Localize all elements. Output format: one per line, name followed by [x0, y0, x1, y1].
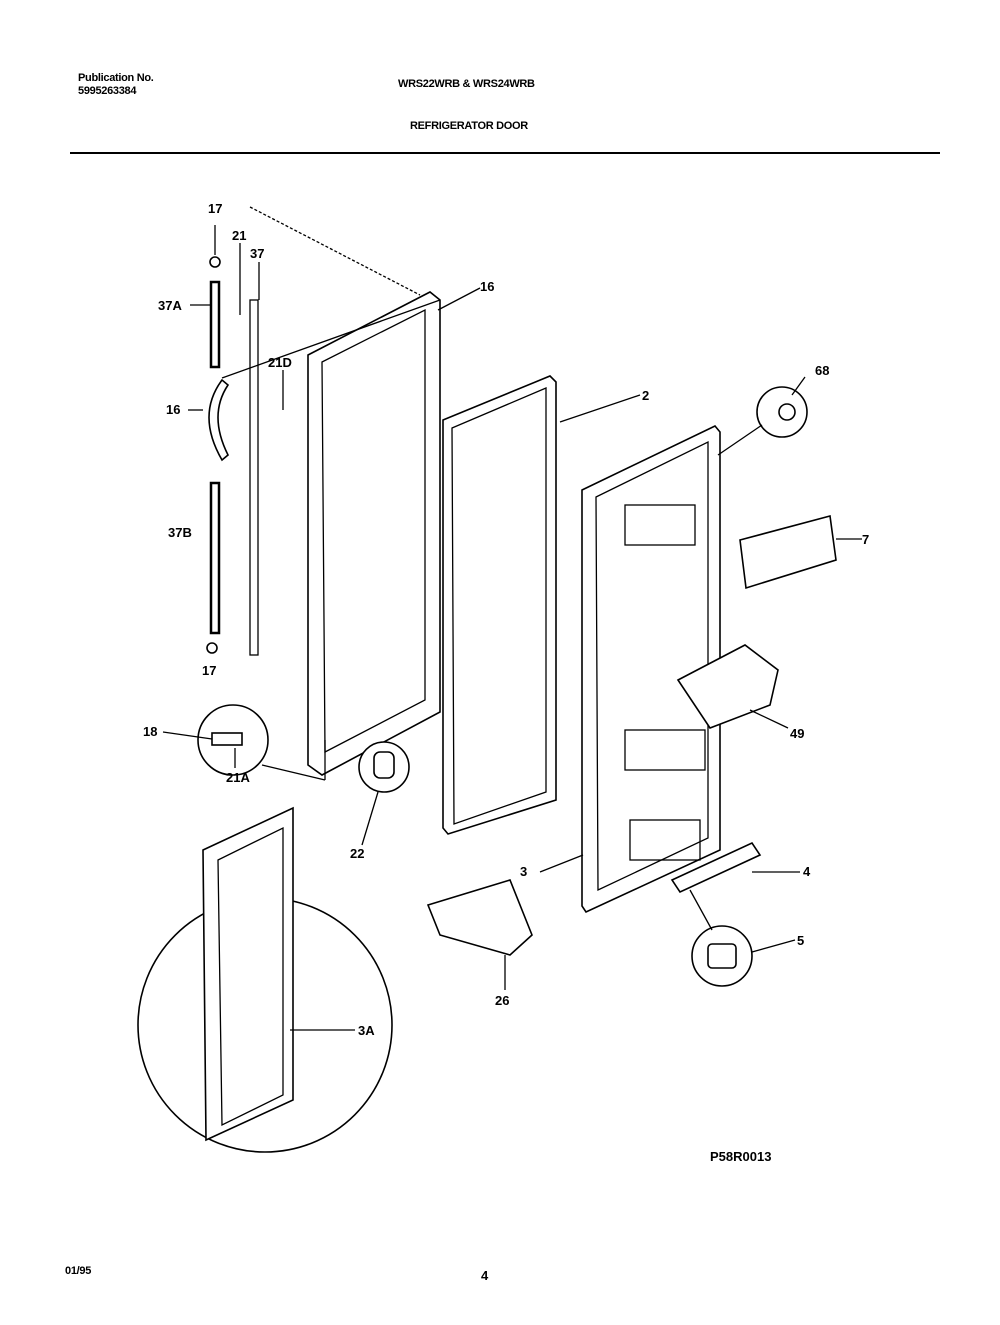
- callout-5: 5: [797, 933, 804, 948]
- callout-17: 17: [208, 201, 222, 216]
- callout-68: 68: [815, 363, 829, 378]
- callout-17-lower: 17: [202, 663, 216, 678]
- callout-49: 49: [790, 726, 804, 741]
- door-rack-4: [670, 841, 762, 894]
- small-bin-7: [739, 514, 837, 590]
- dairy-bin-26: [426, 879, 533, 956]
- model-numbers: WRS22WRB & WRS24WRB: [398, 78, 535, 90]
- publication-number: 5995263384: [78, 85, 137, 97]
- footer-date: 01/95: [65, 1265, 92, 1277]
- section-title: REFRIGERATOR DOOR: [410, 120, 528, 132]
- publication-label: Publication No.: [78, 72, 154, 84]
- leader-lines: [162, 206, 862, 1031]
- callout-22: 22: [350, 846, 364, 861]
- callout-4: 4: [803, 864, 811, 879]
- callout-16-frame: 16: [480, 279, 494, 294]
- door-frame-part: [307, 291, 441, 776]
- callout-7: 7: [862, 532, 869, 547]
- callout-16-handle: 16: [166, 402, 180, 417]
- callout-37a: 37A: [158, 298, 182, 313]
- callout-3: 3: [520, 864, 527, 879]
- callout-2: 2: [642, 388, 649, 403]
- callout-26: 26: [495, 993, 509, 1008]
- door-liner-part: [581, 425, 721, 914]
- callout-37: 37: [250, 246, 264, 261]
- callout-37b: 37B: [168, 525, 192, 540]
- door-bin-49: [676, 644, 779, 729]
- callout-21: 21: [232, 228, 246, 243]
- callout-21a: 21A: [226, 770, 250, 785]
- door-gasket-part: [442, 375, 557, 835]
- callout-18: 18: [143, 724, 157, 739]
- callout-3a: 3A: [358, 1023, 375, 1038]
- handle-parts: [206, 256, 259, 656]
- callout-21d: 21D: [268, 355, 292, 370]
- figure-code: P58R0013: [710, 1149, 771, 1164]
- header-divider: [70, 152, 940, 154]
- page-number: 4: [481, 1268, 488, 1283]
